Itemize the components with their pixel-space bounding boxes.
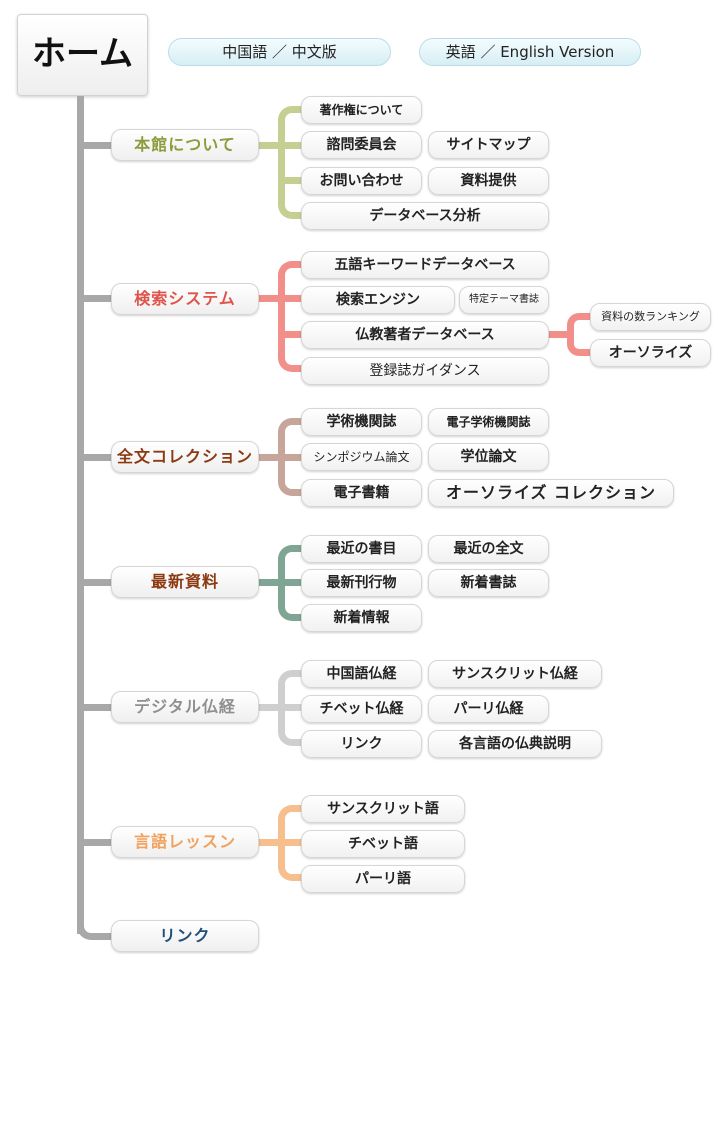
lessons-tibetan-link[interactable]: チベット語 xyxy=(301,830,465,858)
about-bracket-bottom xyxy=(278,143,302,219)
search-keyword-db-link[interactable]: 五語キーワードデータベース xyxy=(301,251,549,279)
fulltext-e-journals-link[interactable]: 電子学術機関誌 xyxy=(428,408,549,436)
about-advisory-link[interactable]: 諮問委員会 xyxy=(301,131,422,159)
search-engine-link[interactable]: 検索エンジン xyxy=(301,286,455,314)
category-latest[interactable]: 最新資料 xyxy=(111,566,259,598)
digital-tibetan-link[interactable]: チベット仏経 xyxy=(301,695,422,723)
trunk-bottom-curve xyxy=(77,918,117,940)
fulltext-authorized-collection-link[interactable]: オーソライズ コレクション xyxy=(428,479,674,507)
lessons-bracket-top xyxy=(278,805,302,843)
branch-fulltext xyxy=(84,454,112,461)
about-connector xyxy=(258,142,280,149)
search-ranking-link[interactable]: 資料の数ランキング xyxy=(590,303,711,331)
digital-links-link[interactable]: リンク xyxy=(301,730,422,758)
branch-digital xyxy=(84,704,112,711)
about-sitemap-link[interactable]: サイトマップ xyxy=(428,131,549,159)
lessons-tick-1 xyxy=(285,839,302,846)
latest-new-books-link[interactable]: 新着書誌 xyxy=(428,569,549,597)
about-analysis-link[interactable]: データベース分析 xyxy=(301,202,549,230)
branch-latest xyxy=(84,579,112,586)
search-author-db-link[interactable]: 仏教著者データベース xyxy=(301,321,549,349)
lessons-bracket-bottom xyxy=(278,840,302,881)
latest-publications-link[interactable]: 最新刊行物 xyxy=(301,569,422,597)
latest-bibliography-link[interactable]: 最近の書目 xyxy=(301,535,422,563)
category-lessons[interactable]: 言語レッスン xyxy=(111,826,259,858)
search-bracket-top xyxy=(278,261,302,299)
about-copyright-link[interactable]: 著作権について xyxy=(301,96,422,124)
chinese-version-button[interactable]: 中国語 ／ 中文版 xyxy=(168,38,391,66)
fulltext-e-books-link[interactable]: 電子書籍 xyxy=(301,479,422,507)
digital-bracket-bottom xyxy=(278,705,302,746)
fulltext-bracket-bottom xyxy=(278,455,302,496)
category-digital[interactable]: デジタル仏経 xyxy=(111,691,259,723)
search-sub-bracket-top xyxy=(567,313,591,335)
latest-bracket-bottom xyxy=(278,580,302,621)
search-tick-1 xyxy=(285,295,302,302)
lessons-connector xyxy=(258,839,280,846)
digital-connector xyxy=(258,704,280,711)
category-fulltext[interactable]: 全文コレクション xyxy=(111,441,259,473)
fulltext-tick-1 xyxy=(285,454,302,461)
digital-sanskrit-link[interactable]: サンスクリット仏経 xyxy=(428,660,602,688)
fulltext-journals-link[interactable]: 学術機関誌 xyxy=(301,408,422,436)
category-links[interactable]: リンク xyxy=(111,920,259,952)
search-theme-journals-link[interactable]: 特定テーマ書誌 xyxy=(459,286,549,314)
about-bracket-top xyxy=(278,106,302,146)
digital-chinese-link[interactable]: 中国語仏経 xyxy=(301,660,422,688)
search-authorize-link[interactable]: オーソライズ xyxy=(590,339,711,367)
search-sub-bracket-bottom xyxy=(567,334,591,356)
category-search[interactable]: 検索システム xyxy=(111,283,259,315)
search-guidance-link[interactable]: 登録誌ガイダンス xyxy=(301,357,549,385)
fulltext-symposium-link[interactable]: シンポジウム論文 xyxy=(301,443,422,471)
branch-about xyxy=(84,142,112,149)
about-tick-1 xyxy=(285,142,302,149)
about-provide-link[interactable]: 資料提供 xyxy=(428,167,549,195)
fulltext-bracket-top xyxy=(278,418,302,458)
lessons-sanskrit-link[interactable]: サンスクリット語 xyxy=(301,795,465,823)
latest-connector xyxy=(258,579,280,586)
search-sub-connector xyxy=(549,331,571,338)
latest-bracket-top xyxy=(278,545,302,583)
about-tick-2 xyxy=(285,177,302,184)
fulltext-connector xyxy=(258,454,280,461)
branch-search xyxy=(84,295,112,302)
latest-tick-1 xyxy=(285,579,302,586)
search-tick-2 xyxy=(285,331,302,338)
category-about[interactable]: 本館について xyxy=(111,129,259,161)
english-version-button[interactable]: 英語 ／ English Version xyxy=(419,38,641,66)
about-contact-link[interactable]: お問い合わせ xyxy=(301,167,422,195)
digital-descriptions-link[interactable]: 各言語の仏典説明 xyxy=(428,730,602,758)
fulltext-theses-link[interactable]: 学位論文 xyxy=(428,443,549,471)
latest-fulltexts-link[interactable]: 最近の全文 xyxy=(428,535,549,563)
digital-pali-link[interactable]: パーリ仏経 xyxy=(428,695,549,723)
branch-lessons xyxy=(84,839,112,846)
latest-news-link[interactable]: 新着情報 xyxy=(301,604,422,632)
home-button[interactable]: ホーム xyxy=(17,14,148,96)
lessons-pali-link[interactable]: パーリ語 xyxy=(301,865,465,893)
search-connector xyxy=(258,295,280,302)
digital-tick-1 xyxy=(285,704,302,711)
digital-bracket-top xyxy=(278,670,302,708)
trunk-line xyxy=(77,96,84,934)
search-bracket-bottom xyxy=(278,296,302,372)
